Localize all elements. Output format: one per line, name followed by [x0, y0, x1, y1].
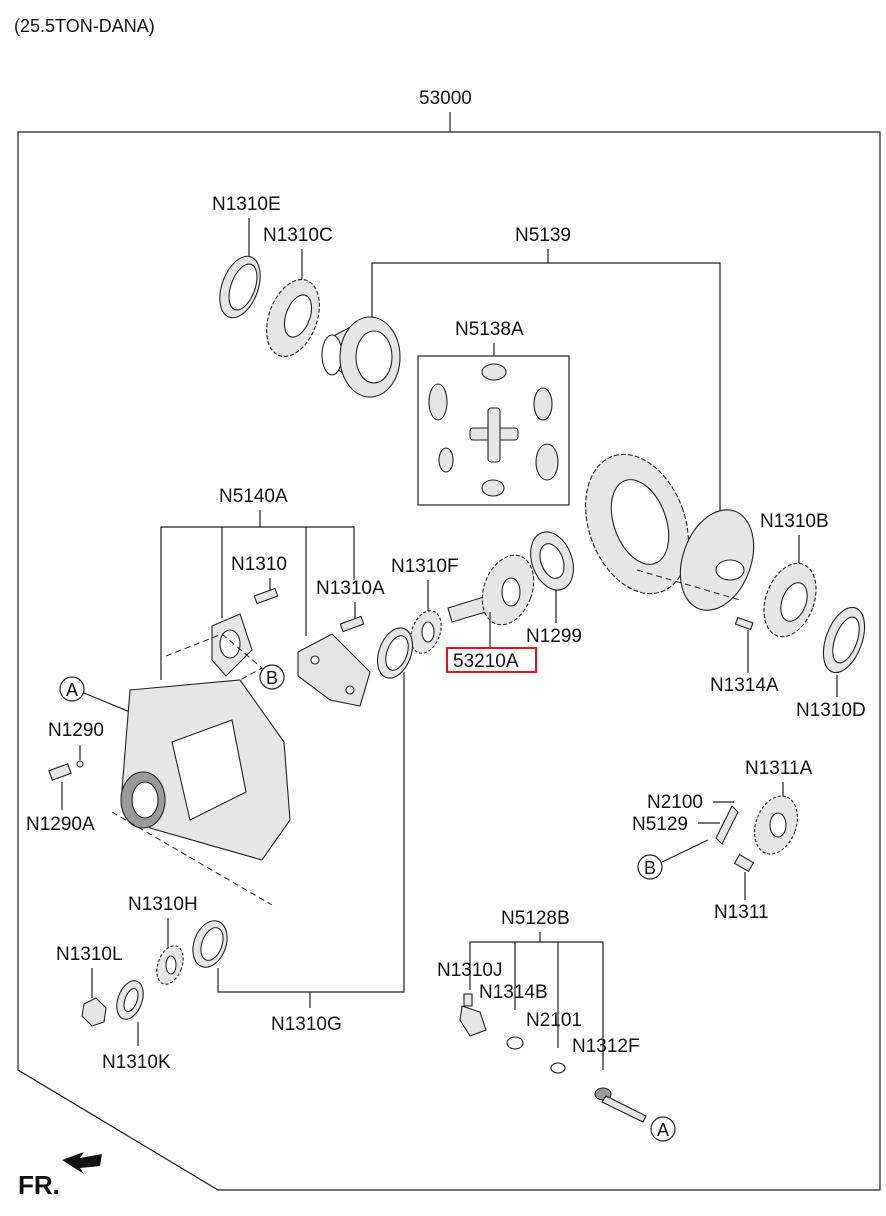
- bearing-cup-n1310d: [822, 606, 866, 674]
- o-ring-n1290: [76, 760, 84, 768]
- label-53210a[interactable]: 53210A: [453, 651, 519, 672]
- label-n1310a[interactable]: N1310A: [316, 578, 385, 599]
- box-n5138a: [417, 355, 570, 506]
- adjuster-lock-n5129: [715, 805, 739, 845]
- front-marker: FR.: [18, 1170, 60, 1200]
- callout-b-upper: [259, 664, 285, 690]
- plug-n1290a: [48, 763, 72, 781]
- dash-bearing-cap: [165, 633, 263, 691]
- callout-b-lower-text[interactable]: B: [644, 858, 656, 878]
- nut-n1310l: [81, 997, 107, 1027]
- bracket-n5140a: [160, 526, 355, 680]
- bracket-n5128b: [469, 941, 604, 1070]
- bearing-cup-pinion: [376, 627, 414, 679]
- bearing-cone-n1310f: [410, 610, 442, 654]
- bolt-n1310: [253, 587, 279, 605]
- bearing-n1299: [530, 531, 574, 591]
- bearing-cup-n1310e: [219, 255, 261, 319]
- label-n1290[interactable]: N1290: [48, 720, 104, 741]
- bearing-cup-n1310g: [192, 920, 228, 968]
- breather-cap: [463, 993, 473, 1007]
- label-n5139[interactable]: N5139: [515, 225, 571, 246]
- spider-gear-set: [428, 363, 559, 497]
- label-n1310[interactable]: N1310: [231, 554, 287, 575]
- bearing-cone-n1310h: [156, 945, 184, 985]
- label-n1310c[interactable]: N1310C: [263, 225, 333, 246]
- fill-plug-n1312f: [594, 1087, 647, 1123]
- label-n1310k[interactable]: N1310K: [102, 1052, 171, 1073]
- label-n5140a[interactable]: N5140A: [219, 486, 288, 507]
- highlight-53210a: [446, 647, 537, 673]
- drive-pinion-53210a: [447, 554, 535, 626]
- diff-case-half: [321, 316, 401, 398]
- callout-a-left: [59, 676, 85, 702]
- label-n5138a[interactable]: N5138A: [455, 319, 524, 340]
- bearing-cone-n1310b: [763, 562, 817, 638]
- o-ring-n2101: [550, 1062, 566, 1074]
- leader-callout-a-left: [83, 692, 131, 713]
- label-n1310g[interactable]: N1310G: [271, 1014, 342, 1035]
- label-n1310f[interactable]: N1310F: [391, 556, 459, 577]
- label-n2100[interactable]: N2100: [647, 792, 703, 813]
- label-n1310d[interactable]: N1310D: [796, 700, 866, 721]
- dash-housing: [111, 811, 273, 906]
- label-n1310h[interactable]: N1310H: [128, 894, 198, 915]
- label-n1299[interactable]: N1299: [526, 626, 582, 647]
- label-n2101[interactable]: N2101: [526, 1010, 582, 1031]
- assembly-number[interactable]: 53000: [419, 88, 472, 109]
- front-arrow-icon: [62, 1152, 102, 1174]
- bracket-n1310g: [217, 672, 405, 993]
- label-n1310e[interactable]: N1310E: [212, 194, 281, 215]
- label-n1311a[interactable]: N1311A: [745, 758, 813, 779]
- bolt-n1310a: [339, 615, 365, 633]
- label-n1314a[interactable]: N1314A: [710, 675, 779, 696]
- diff-case-flange: [636, 509, 755, 611]
- label-n1310l[interactable]: N1310L: [56, 944, 123, 965]
- label-n5129[interactable]: N5129: [632, 814, 688, 835]
- label-n1290a[interactable]: N1290A: [26, 814, 95, 835]
- callout-a-lower-text[interactable]: A: [657, 1120, 669, 1140]
- leader-callout-b-lower: [661, 839, 709, 863]
- label-n1314b[interactable]: N1314B: [479, 982, 548, 1003]
- axle-housing: [120, 679, 291, 861]
- label-n1310j[interactable]: N1310J: [437, 960, 503, 981]
- bearing-cap: [211, 613, 253, 677]
- callout-b-upper-text[interactable]: B: [266, 668, 278, 688]
- bearing-cone-n1310c: [266, 278, 320, 358]
- assembly-outline: [17, 131, 881, 1191]
- bolt-n1314a: [734, 616, 754, 631]
- adjuster-lock-plate: [297, 633, 371, 707]
- bolt-n1311: [733, 853, 755, 873]
- label-n5128b[interactable]: N5128B: [501, 908, 570, 929]
- label-n1311[interactable]: N1311: [714, 902, 769, 923]
- adjuster-ring-n1311a: [754, 795, 798, 855]
- callout-a-lower: [650, 1116, 676, 1142]
- label-n1312f[interactable]: N1312F: [572, 1036, 640, 1057]
- ring-gear: [585, 453, 689, 595]
- bracket-n5139: [371, 262, 721, 515]
- label-n1310b[interactable]: N1310B: [760, 511, 829, 532]
- seal-n1310k: [116, 980, 144, 1020]
- callout-b-lower: [637, 854, 663, 880]
- breather-n1310j: [459, 1005, 487, 1037]
- o-ring-n1314b: [506, 1036, 524, 1050]
- callout-a-left-text[interactable]: A: [66, 680, 78, 700]
- variant-title: (25.5TON-DANA): [14, 16, 155, 36]
